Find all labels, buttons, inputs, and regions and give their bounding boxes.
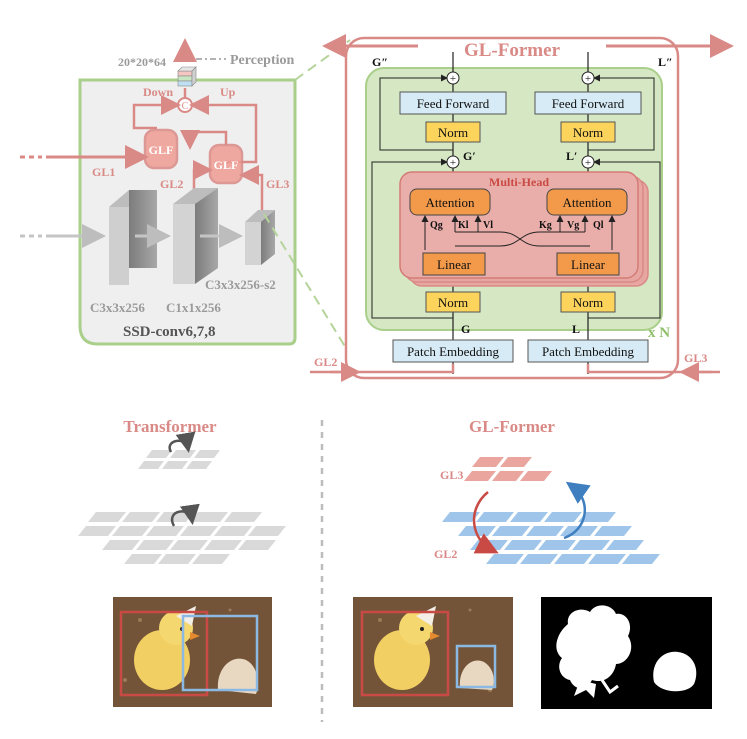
ssd-module: 20*20*64 Perception C Down Up GLF GLF GL… [20, 38, 297, 346]
l-prime-label: L′ [566, 149, 577, 163]
linear-l [556, 252, 620, 276]
glf-link [180, 130, 228, 150]
conv-label-b: C1x1x256 [166, 300, 221, 315]
segmentation-mask [541, 597, 712, 709]
transformer-illustration: Transformer [78, 417, 286, 707]
add-node-l-top: + [581, 71, 595, 85]
down-path [132, 95, 181, 130]
gl3-token-grid [464, 457, 552, 481]
norm-l-top-label: Norm [573, 125, 603, 140]
g-prime-label: G′ [463, 149, 476, 163]
patch-embedding-l-label: Patch Embedding [542, 344, 635, 359]
zoom-line-bottom [263, 213, 353, 359]
norm-l-top [560, 121, 616, 143]
g-residual-bottom [371, 158, 453, 319]
global-box [119, 610, 209, 697]
large-token-grid [78, 512, 286, 564]
qg-label: Qg [430, 220, 443, 231]
perception-label: Perception [230, 53, 294, 68]
glformer-bottom-title: GL-Former [469, 417, 555, 436]
svg-text:+: + [450, 73, 456, 85]
glformer-illustration: GL-Former GL3 [353, 417, 712, 709]
norm-g-bottom [425, 291, 481, 313]
ssd-title: SSD-conv6,7,8 [123, 324, 216, 340]
gl2-label-left: GL2 [160, 177, 183, 191]
conv-label-c: C3x3x256-s2 [205, 277, 276, 292]
conv-label-a: C3x3x256 [90, 300, 145, 315]
transformer-title: Transformer [123, 417, 217, 436]
down-label: Down [143, 85, 173, 99]
gl3-to-gl2-arrow-icon [472, 491, 499, 554]
vl-label: Vl [483, 220, 493, 231]
concat-symbol: C [182, 101, 189, 112]
add-node-g-mid: + [446, 155, 460, 169]
svg-text:+: + [450, 157, 456, 169]
glformer-module: GL-Former G″ L″ x N + + + + G′ L′ [310, 34, 734, 382]
gl2-to-gl3-arrow-icon [563, 481, 591, 540]
kg-label: Kg [539, 220, 552, 231]
glf-label-2: GLF [214, 158, 239, 172]
repeat-label: x N [648, 325, 670, 341]
norm-g-bottom-label: Norm [438, 295, 468, 310]
linear-g [422, 252, 486, 276]
gl1-label: GL1 [92, 165, 115, 179]
attention-g [409, 188, 491, 216]
add-node-l-mid: + [581, 155, 595, 169]
add-node-g-top: + [446, 71, 460, 85]
local-box-2 [455, 644, 497, 689]
gl3-label-right: GL3 [684, 351, 707, 365]
svg-text:+: + [585, 157, 591, 169]
feed-forward-g-label: Feed Forward [417, 96, 490, 111]
vg-label: Vg [567, 220, 579, 231]
g-label: G [461, 322, 470, 336]
cross-path-2 [455, 231, 585, 247]
l-residual-bottom [588, 158, 661, 319]
l-residual-top [588, 74, 655, 151]
l-double-label: L″ [658, 55, 673, 69]
l-label: L [572, 322, 580, 336]
svg-text:+: + [585, 73, 591, 85]
norm-l-bottom-label: Norm [573, 295, 603, 310]
ql-label: Ql [593, 220, 604, 231]
gl3-bottom-label: GL3 [440, 468, 463, 482]
up-label: Up [220, 85, 236, 99]
small-attention-arrow-icon [168, 431, 196, 453]
gl2-bottom-label: GL2 [434, 547, 457, 561]
gl3-link [239, 165, 264, 210]
glf-label-1: GLF [149, 143, 174, 157]
feed-forward-l [534, 91, 642, 115]
linear-l-label: Linear [571, 257, 606, 272]
norm-l-bottom [560, 291, 616, 313]
glformer-title: GL-Former [464, 40, 561, 61]
g-residual-top [379, 74, 453, 151]
large-attention-arrow-icon [170, 503, 200, 527]
patch-embedding-g [392, 339, 514, 363]
feed-forward-g [399, 91, 507, 115]
feed-forward-l-label: Feed Forward [552, 96, 625, 111]
photo-transformer [113, 597, 272, 707]
output-size-label: 20*20*64 [118, 55, 166, 69]
attention-g-label: Attention [425, 195, 475, 210]
local-box [181, 614, 259, 692]
attention-l-label: Attention [562, 195, 612, 210]
feature-cube-icon [177, 66, 197, 87]
small-token-grid [138, 450, 220, 469]
conv-block-3 [245, 210, 275, 265]
gl3-input-path [586, 364, 720, 374]
multihead-label: Multi-Head [489, 175, 549, 189]
gl2-label-right: GL2 [314, 355, 337, 369]
photo-glformer [353, 597, 513, 707]
norm-g-top [425, 121, 481, 143]
linear-g-label: Linear [437, 257, 472, 272]
gl2-link [192, 160, 213, 190]
gl3-label-left: GL3 [266, 177, 289, 191]
kl-label: Kl [458, 220, 469, 231]
patch-embedding-l [527, 339, 649, 363]
global-box-2 [360, 610, 450, 697]
norm-g-top-label: Norm [438, 125, 468, 140]
patch-embedding-g-label: Patch Embedding [407, 344, 500, 359]
g-double-label: G″ [372, 55, 388, 69]
